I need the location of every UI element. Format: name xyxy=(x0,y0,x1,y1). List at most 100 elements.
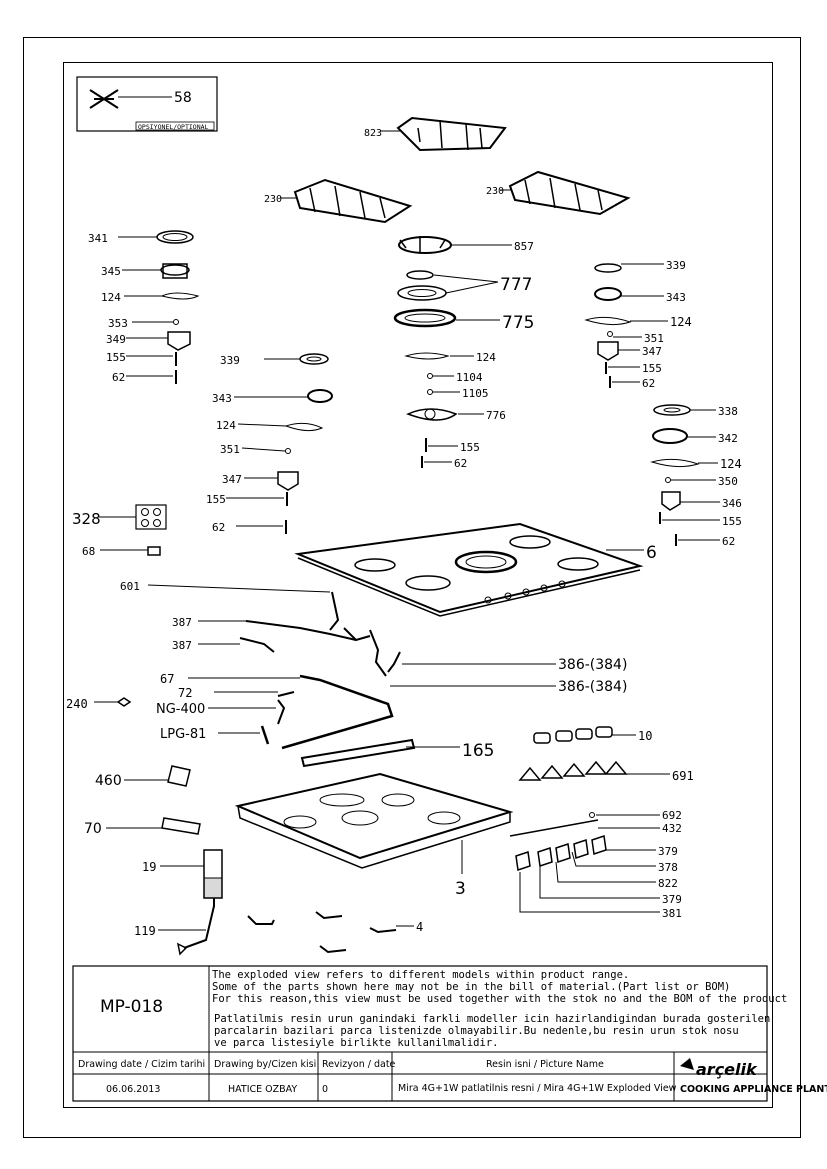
part-label-339-right: 339 xyxy=(666,259,686,272)
part-label-3: 3 xyxy=(455,879,466,899)
part-label-6: 6 xyxy=(646,543,657,563)
manifold-group: 67 72 240 NG-400 LPG-81 xyxy=(66,672,394,750)
part-label-124-center: 124 xyxy=(476,351,496,364)
knobs-10: 10 xyxy=(533,726,652,744)
part-label-lpg-81: LPG-81 xyxy=(160,727,206,742)
part-label-155-mid: 155 xyxy=(206,493,226,506)
part-328-68: 328 68 xyxy=(72,504,167,558)
header-revision: Revizyon / date xyxy=(322,1059,396,1070)
right-lower-burner-group: 338 342 124 350 346 155 62 xyxy=(650,404,742,548)
value-drawing-date: 06.06.2013 xyxy=(106,1084,160,1095)
part-label-124-mid: 124 xyxy=(216,419,236,432)
part-label-343-right: 343 xyxy=(666,291,686,304)
part-label-432: 432 xyxy=(662,822,682,835)
right-upper-burner-group: 339 343 124 351 347 155 62 xyxy=(584,259,692,390)
middle-left-burner-group: 339 343 124 351 347 155 62 xyxy=(206,353,333,534)
part-label-347-right: 347 xyxy=(642,345,662,358)
drawing-number: MP-018 xyxy=(100,997,163,1017)
drawing-outer-frame xyxy=(23,37,801,1138)
feet-4: 4 xyxy=(247,911,423,954)
part-label-379-a: 379 xyxy=(658,845,678,858)
part-label-691: 691 xyxy=(672,769,694,783)
header-drawing-by: Drawing by/Cizen kisi xyxy=(214,1059,316,1070)
arcelik-logo-icon xyxy=(680,1058,694,1070)
part-label-381: 381 xyxy=(662,907,682,920)
part-label-230-right: 230 xyxy=(486,186,504,197)
part-label-240: 240 xyxy=(66,697,88,711)
part-label-155-center: 155 xyxy=(460,441,480,454)
part-label-378: 378 xyxy=(658,861,678,874)
part-label-338: 338 xyxy=(718,405,738,418)
part-label-601: 601 xyxy=(120,580,140,593)
part-label-351-right: 351 xyxy=(644,332,664,345)
knob-bezels-691: 691 xyxy=(518,760,694,783)
part-label-346: 346 xyxy=(722,497,742,510)
note-tr-2: parcalarin bazilari parca listenizde olm… xyxy=(214,1025,739,1037)
part-label-822: 822 xyxy=(658,877,678,890)
part-label-692: 692 xyxy=(662,809,682,822)
part-label-343-mid: 343 xyxy=(212,392,232,405)
value-picture-name: Mira 4G+1W patlatilnis resni / Mira 4G+1… xyxy=(398,1083,677,1094)
part-label-62-left: 62 xyxy=(112,371,125,384)
part-label-19: 19 xyxy=(142,860,156,874)
bracket-165: 165 xyxy=(300,738,494,768)
part-label-ng-400: NG-400 xyxy=(156,702,205,717)
header-drawing-date: Drawing date / Cizim tarihi xyxy=(78,1059,205,1070)
note-en-3: For this reason,this view must be used t… xyxy=(212,993,787,1005)
part-label-62-lower-right: 62 xyxy=(722,535,735,548)
part-label-70: 70 xyxy=(84,821,102,837)
value-revision: 0 xyxy=(322,1084,328,1095)
part-label-165: 165 xyxy=(462,741,494,761)
pan-support-230-left: 230 xyxy=(264,178,413,224)
part-label-777: 777 xyxy=(500,275,532,295)
part-label-353: 353 xyxy=(108,317,128,330)
value-drawing-by: HATICE OZBAY xyxy=(228,1084,297,1095)
note-en-2: Some of the parts shown here may not be … xyxy=(212,981,730,993)
part-label-460: 460 xyxy=(95,773,122,789)
parts-460-70: 460 70 xyxy=(84,765,201,837)
part-label-155-right: 155 xyxy=(642,362,662,375)
pan-support-230-right: 230 xyxy=(486,170,631,216)
optional-box: OPSIYONEL/OPTIONAL 58 xyxy=(76,76,218,132)
base-tray-3: 3 xyxy=(234,772,514,899)
part-label-776: 776 xyxy=(486,409,506,422)
part-label-387-a: 387 xyxy=(172,616,192,629)
part-label-342: 342 xyxy=(718,432,738,445)
part-label-4: 4 xyxy=(416,920,423,934)
part-label-155-lower-right: 155 xyxy=(722,515,742,528)
center-wok-burner-group: 857 777 775 124 1104 1105 776 155 62 xyxy=(393,236,534,470)
part-label-386-b: 386-(384) xyxy=(558,679,627,695)
part-label-345: 345 xyxy=(101,265,121,278)
part-label-347-mid: 347 xyxy=(222,473,242,486)
gas-pipes: 601 387 387 386-(384) 386-(384) xyxy=(120,580,627,695)
part-label-351-mid: 351 xyxy=(220,443,240,456)
part-label-72: 72 xyxy=(178,686,192,700)
note-tr-1: Patlatilmis resin urun ganindaki farkli … xyxy=(214,1013,770,1025)
part-label-387-b: 387 xyxy=(172,639,192,652)
part-label-379-b: 379 xyxy=(662,893,682,906)
part-label-341: 341 xyxy=(88,232,108,245)
left-burner-group: 341 345 124 353 349 155 62 xyxy=(88,230,200,384)
part-label-62-mid: 62 xyxy=(212,521,225,534)
terminal-block-and-cable: 19 119 xyxy=(134,849,223,956)
part-label-349: 349 xyxy=(106,333,126,346)
part-label-823: 823 xyxy=(364,128,382,139)
part-label-124-lower-right: 124 xyxy=(720,457,742,471)
part-label-350: 350 xyxy=(718,475,738,488)
part-label-67: 67 xyxy=(160,672,174,686)
part-label-386-a: 386-(384) xyxy=(558,657,627,673)
title-block: MP-018 The exploded view refers to diffe… xyxy=(72,965,827,1102)
part-label-58: 58 xyxy=(174,90,192,106)
part-label-857: 857 xyxy=(514,240,534,253)
gas-valves: 692 432 379 378 822 379 381 xyxy=(509,809,682,920)
part-label-68: 68 xyxy=(82,545,95,558)
pan-support-823: 823 xyxy=(364,116,507,152)
part-label-62-right: 62 xyxy=(642,377,655,390)
optional-label: OPSIYONEL/OPTIONAL xyxy=(138,123,209,131)
part-label-10: 10 xyxy=(638,729,652,743)
note-en-1: The exploded view refers to different mo… xyxy=(212,969,629,981)
cooktop-top-panel-6: 6 xyxy=(294,522,657,617)
part-label-775: 775 xyxy=(502,313,534,333)
part-label-339-mid: 339 xyxy=(220,354,240,367)
